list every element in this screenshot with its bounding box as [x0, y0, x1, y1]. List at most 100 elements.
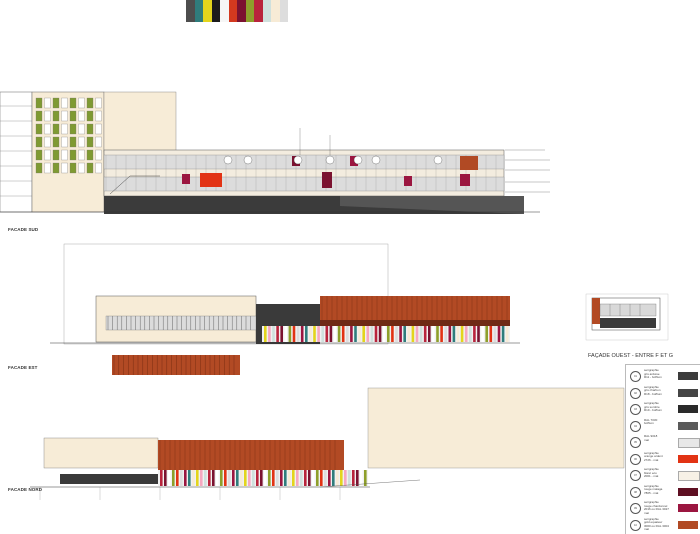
- tower-window: [69, 123, 77, 135]
- colored-glass-fin: [356, 470, 359, 486]
- palette-swatch: [211, 0, 220, 22]
- tower-window: [95, 149, 102, 161]
- tower-window: [44, 136, 51, 148]
- tower-window: [52, 97, 60, 109]
- colored-glass-fin: [188, 470, 191, 486]
- tower-window: [44, 162, 51, 174]
- colored-glass-fin: [268, 470, 271, 486]
- colored-glass-fin: [284, 326, 288, 342]
- tower-window: [86, 149, 94, 161]
- colored-glass-fin: [329, 326, 333, 342]
- colored-glass-fin: [464, 326, 468, 342]
- colored-glass-fin: [276, 326, 279, 342]
- reference-marker: [371, 155, 381, 165]
- colored-glass-fin: [321, 326, 324, 342]
- colored-glass-fin: [228, 470, 231, 486]
- palette-swatch: [254, 0, 263, 22]
- legend-color-swatch: [678, 504, 698, 512]
- legend-code-marker: 09: [630, 503, 641, 514]
- colored-glass-fin: [328, 470, 331, 486]
- tower-window: [86, 123, 94, 135]
- tower-window: [35, 149, 43, 161]
- colored-glass-fin: [176, 470, 179, 486]
- reference-marker: [243, 155, 253, 165]
- colored-glass-fin: [196, 470, 199, 486]
- colored-facade-panel: [182, 174, 190, 184]
- colored-glass-fin: [248, 470, 251, 486]
- palette-swatch: [279, 0, 288, 22]
- tower-window: [78, 123, 85, 135]
- colored-glass-fin: [432, 326, 435, 342]
- colored-glass-fin: [350, 326, 353, 342]
- reference-marker: [325, 155, 335, 165]
- legend-material-text: serigraphie gold equateur 3000 ou RAL 30…: [644, 516, 669, 532]
- tower-window: [69, 136, 77, 148]
- colored-glass-fin: [240, 470, 243, 486]
- palette-swatch: [194, 0, 203, 22]
- palette-swatch: [228, 0, 237, 22]
- colored-glass-fin: [317, 326, 320, 342]
- colored-glass-fin: [220, 470, 223, 486]
- reference-marker: [293, 155, 303, 165]
- colored-glass-fin: [160, 470, 163, 486]
- tower-window: [35, 110, 43, 122]
- colored-glass-fin: [362, 326, 365, 342]
- tower-window: [52, 110, 60, 122]
- colored-glass-fin: [256, 470, 259, 486]
- tower-window: [44, 123, 51, 135]
- colored-glass-fin: [387, 326, 390, 342]
- colored-glass-fin: [340, 470, 343, 486]
- colored-glass-fin: [308, 470, 311, 486]
- legend-color-swatch: [678, 421, 698, 430]
- colored-glass-fin: [332, 470, 335, 486]
- colored-glass-fin: [415, 326, 419, 342]
- facade-nord-elevation: [30, 387, 625, 500]
- colored-glass-fin: [272, 326, 275, 342]
- tower-window: [69, 162, 77, 174]
- colored-glass-fin: [354, 326, 357, 342]
- legend-code-marker: 06: [630, 453, 641, 465]
- tower-window: [61, 110, 68, 122]
- colored-glass-fin: [316, 470, 319, 486]
- tower-window: [44, 110, 51, 122]
- tower-window: [78, 162, 85, 174]
- colored-glass-fin: [428, 326, 431, 342]
- colored-glass-fin: [313, 326, 316, 342]
- tower-window: [78, 136, 85, 148]
- tower-window: [78, 149, 85, 161]
- colored-glass-fin: [309, 326, 312, 342]
- legend-color-swatch: [678, 487, 698, 496]
- tower-window: [78, 110, 85, 122]
- colored-glass-fin: [481, 326, 484, 342]
- colored-glass-fin: [333, 326, 337, 342]
- tower-window: [61, 136, 68, 148]
- colored-glass-fin: [236, 470, 239, 486]
- colored-glass-fin: [184, 470, 187, 486]
- legend-color-swatch: [678, 454, 698, 463]
- tower-window: [95, 110, 102, 122]
- colored-glass-fin: [336, 470, 339, 486]
- legend-material-text: serigraphie blanc eco 2001 - mat: [644, 467, 659, 479]
- colored-glass-fin: [364, 470, 367, 486]
- legend-code-marker: 03: [630, 404, 641, 415]
- tower-window: [44, 149, 51, 161]
- colored-facade-panel: [200, 173, 222, 187]
- colored-glass-fin: [469, 326, 472, 342]
- tower-window: [44, 97, 51, 109]
- colored-glass-fin: [497, 326, 501, 342]
- colored-glass-fin: [232, 470, 235, 486]
- tower-window: [95, 136, 102, 148]
- tower-window: [35, 123, 43, 135]
- tower-window: [52, 136, 60, 148]
- colored-glass-fin: [346, 326, 349, 342]
- tower-window: [86, 97, 94, 109]
- legend-material-text: serigraphie gris ardoise R11 - boffium: [644, 368, 662, 380]
- colored-glass-fin: [168, 470, 171, 486]
- colored-glass-fin: [341, 326, 345, 342]
